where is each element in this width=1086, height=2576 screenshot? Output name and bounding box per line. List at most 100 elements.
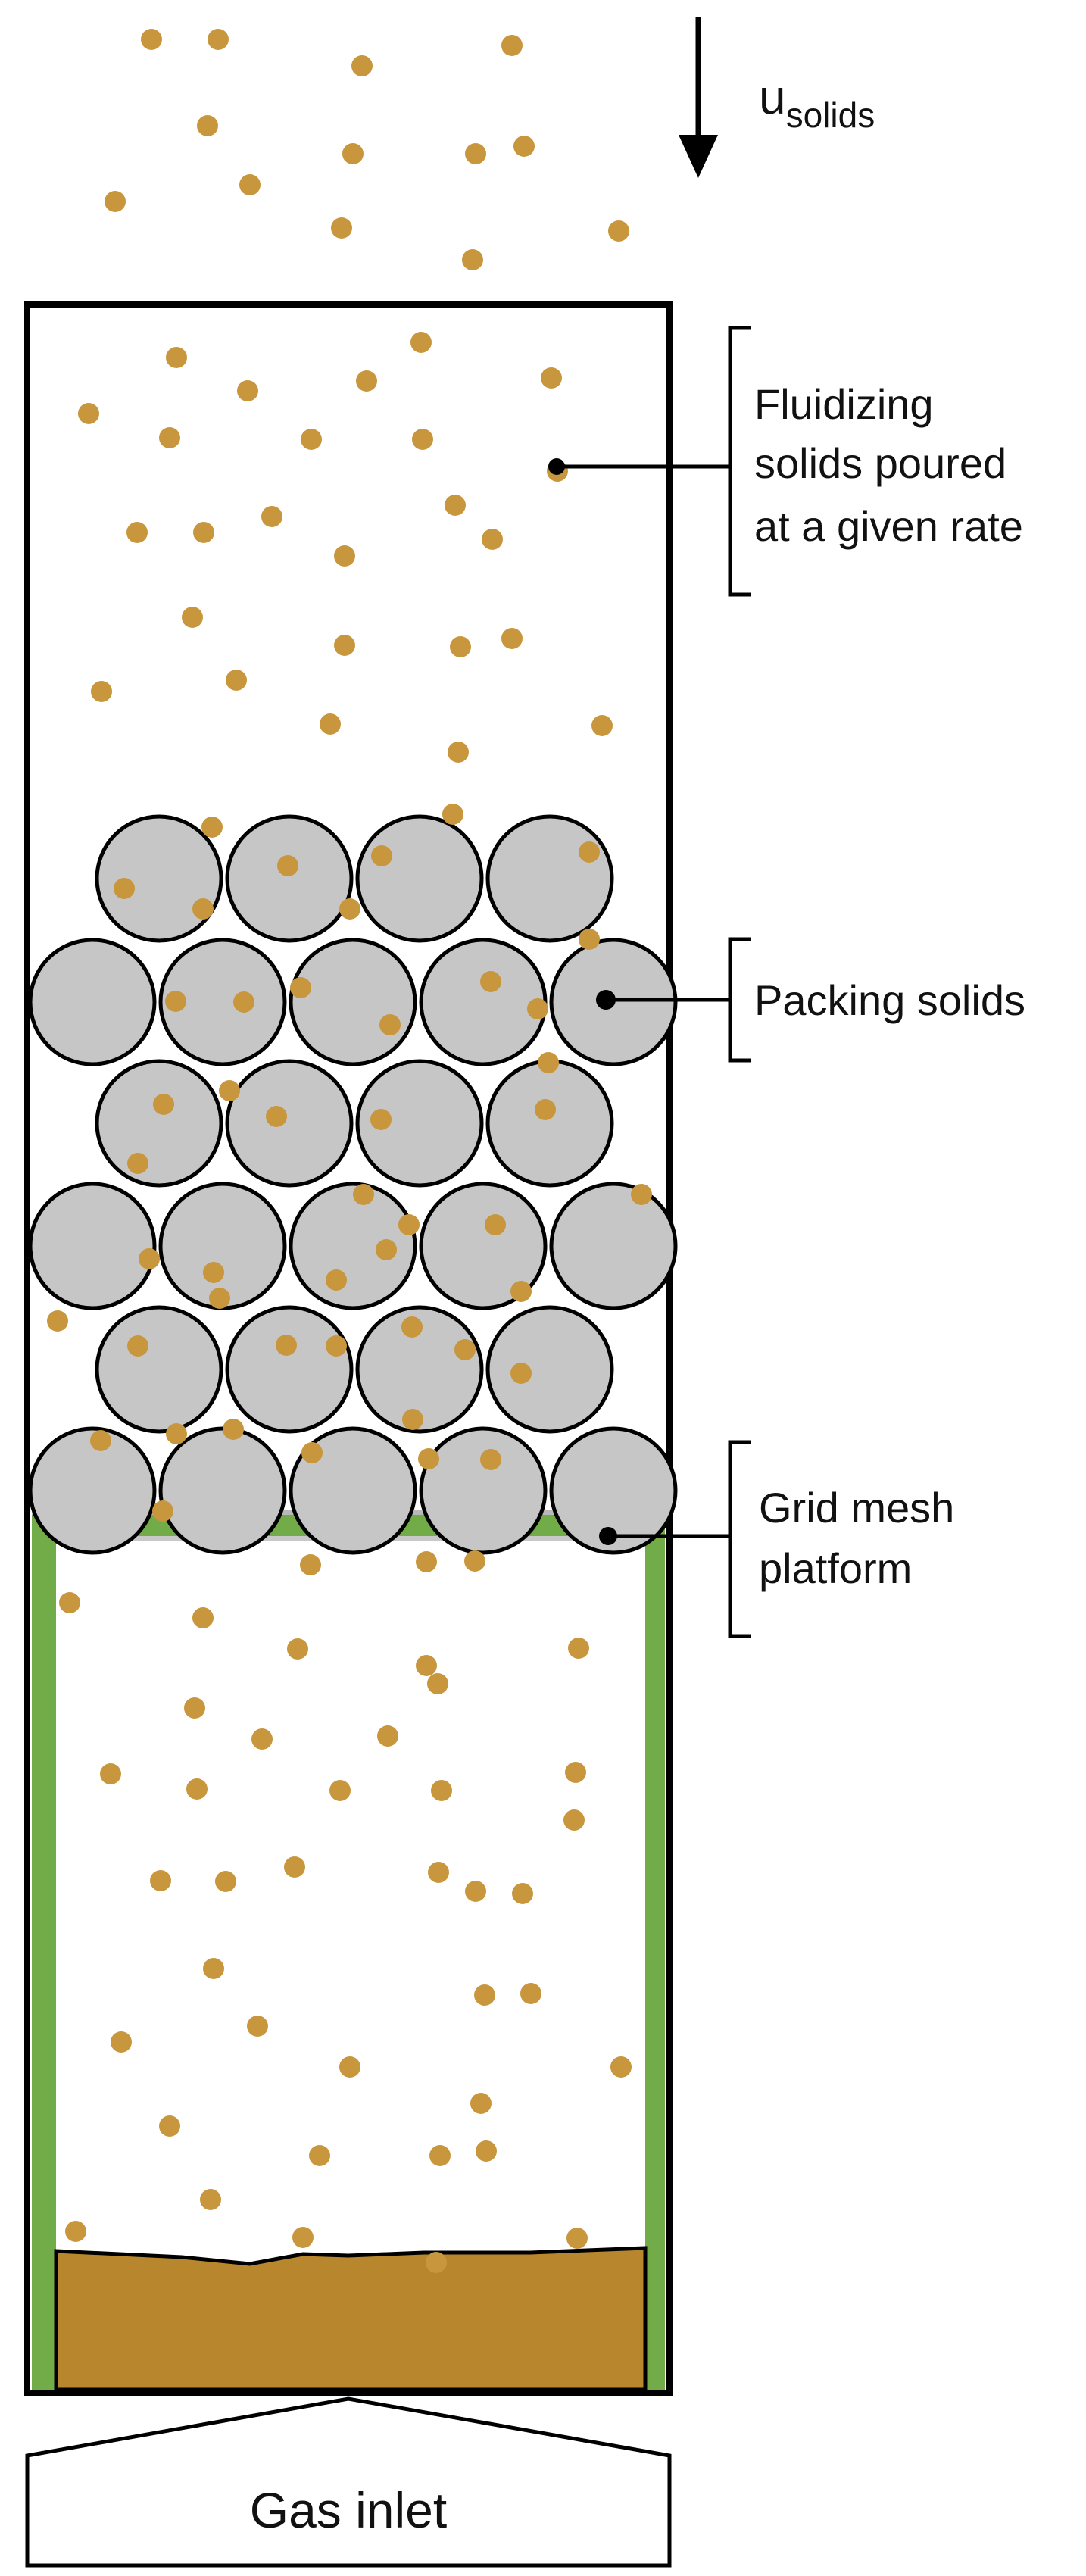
fluidizing-particle: [290, 977, 311, 998]
fluidizing-particle: [566, 2228, 588, 2249]
fluidizing-label-line3: at a given rate: [754, 502, 1023, 550]
fluidizing-particle: [301, 1442, 323, 1463]
settled-bed: [54, 2246, 648, 2392]
grid-leader-dot: [599, 1527, 617, 1545]
fluidizing-particle: [448, 742, 469, 763]
fluidizing-particle: [445, 495, 466, 516]
fluidizing-particle: [608, 220, 629, 242]
packing-solid-sphere: [225, 1305, 354, 1434]
fluidizing-particle: [114, 878, 135, 899]
fluidizing-particle: [139, 1248, 160, 1269]
fluidizing-particle: [563, 1809, 585, 1831]
packing-solids: [28, 814, 678, 1555]
fluidizing-particle: [203, 1958, 224, 1979]
fluidizing-particle: [219, 1080, 240, 1101]
fluidizing-particle: [579, 929, 600, 950]
fluidizing-particle: [464, 1550, 485, 1572]
fluidizing-particle: [610, 2056, 632, 2078]
packing-solid-sphere: [95, 814, 223, 943]
fluidizing-particle: [371, 845, 392, 866]
fluidizing-particle: [353, 1184, 374, 1205]
velocity-subscript: solids: [786, 95, 875, 135]
fluidizing-particle: [579, 841, 600, 863]
fluidizing-particle: [91, 681, 112, 702]
fluidizing-particle: [233, 991, 254, 1013]
fluidizing-particle: [276, 1335, 297, 1356]
fluidizing-particle: [251, 1728, 273, 1750]
fluidizing-particle: [418, 1448, 439, 1469]
fluidizing-leader-dot: [548, 458, 565, 475]
packing-leader-dot: [596, 990, 616, 1010]
packing-solid-sphere: [549, 1426, 678, 1555]
packing-solid-sphere: [158, 938, 287, 1066]
fluidizing-particle: [309, 2145, 330, 2166]
fluidizing-particle: [65, 2221, 86, 2242]
grid-bracket: [610, 1440, 751, 1638]
fluidizing-particle: [193, 522, 214, 543]
packing-solid-sphere: [28, 1426, 157, 1555]
packing-solid-sphere: [419, 1426, 548, 1555]
fluidizing-particle: [398, 1214, 420, 1235]
fluidizing-particle: [334, 545, 355, 567]
fluidizing-particle: [527, 998, 548, 1019]
packing-solid-sphere: [225, 1059, 354, 1188]
fluidizing-particle: [159, 427, 180, 448]
fluidizing-particle: [141, 29, 162, 50]
fluidizing-particle: [520, 1983, 541, 2004]
fluidizing-particle: [166, 1423, 187, 1444]
fluidizing-particle: [512, 1883, 533, 1904]
packing-solid-sphere: [485, 1059, 614, 1188]
fluidizing-particle: [215, 1871, 236, 1892]
fluidizing-particle: [209, 1288, 230, 1309]
fluidizing-particle: [266, 1106, 287, 1127]
fluidizing-particle: [239, 174, 261, 195]
fluidizing-particle: [485, 1214, 506, 1235]
packing-solid-sphere: [355, 1059, 484, 1188]
fluidizing-particle: [339, 898, 360, 920]
fluidizing-particle: [416, 1551, 437, 1572]
fluidizing-particle: [78, 403, 99, 424]
packing-solid-sphere: [549, 1182, 678, 1310]
fluidizing-particle: [186, 1778, 208, 1800]
packing-solid-sphere: [485, 814, 614, 943]
fluidizing-particle: [428, 1862, 449, 1883]
fluidizing-particle: [284, 1856, 305, 1878]
packing-label: Packing solids: [754, 976, 1025, 1024]
fluidizing-particle: [182, 607, 203, 628]
fluidizing-particle: [535, 1099, 556, 1120]
fluidizing-particle: [111, 2031, 132, 2053]
fluidizing-particle: [426, 2252, 447, 2273]
fluidizing-particle: [370, 1109, 392, 1130]
grid-label-line2: platform: [759, 1544, 912, 1592]
fluidizing-particle: [480, 1449, 501, 1470]
fluidizing-particle: [470, 2093, 492, 2114]
packing-solid-sphere: [95, 1305, 223, 1434]
fluidizing-particle: [410, 332, 432, 353]
fluidizing-particles: [47, 29, 652, 2273]
velocity-symbol: u: [759, 70, 786, 124]
packing-solid-sphere: [225, 814, 354, 943]
fluidizing-particle: [412, 429, 433, 450]
packing-solid-sphere: [95, 1059, 223, 1188]
fluidizing-particle: [402, 1409, 423, 1430]
fluidizing-particle: [510, 1281, 532, 1302]
fluidizing-particle: [165, 991, 186, 1012]
fluidizing-particle: [513, 136, 535, 157]
fluidizing-particle: [197, 115, 218, 136]
fluidizing-label-line2: solids poured: [754, 439, 1006, 487]
gas-inlet-label: Gas inlet: [250, 2482, 447, 2538]
fluidizing-particle: [401, 1316, 423, 1338]
fluidizing-particle: [127, 1153, 148, 1174]
fluidizing-particle: [416, 1655, 437, 1676]
fluidizing-particle: [377, 1725, 398, 1747]
fluidizing-particle: [465, 1881, 486, 1902]
fluidizing-particle: [152, 1500, 173, 1522]
fluidizing-particle: [292, 2227, 314, 2248]
fluidizing-bracket: [559, 326, 751, 597]
fluidizing-particle: [339, 2056, 360, 2078]
packing-solid-sphere: [289, 938, 417, 1066]
fluidizing-particle: [379, 1014, 401, 1035]
fluidizing-particle: [450, 636, 471, 657]
packing-solid-sphere: [485, 1305, 614, 1434]
fluidizing-particle: [351, 55, 373, 76]
